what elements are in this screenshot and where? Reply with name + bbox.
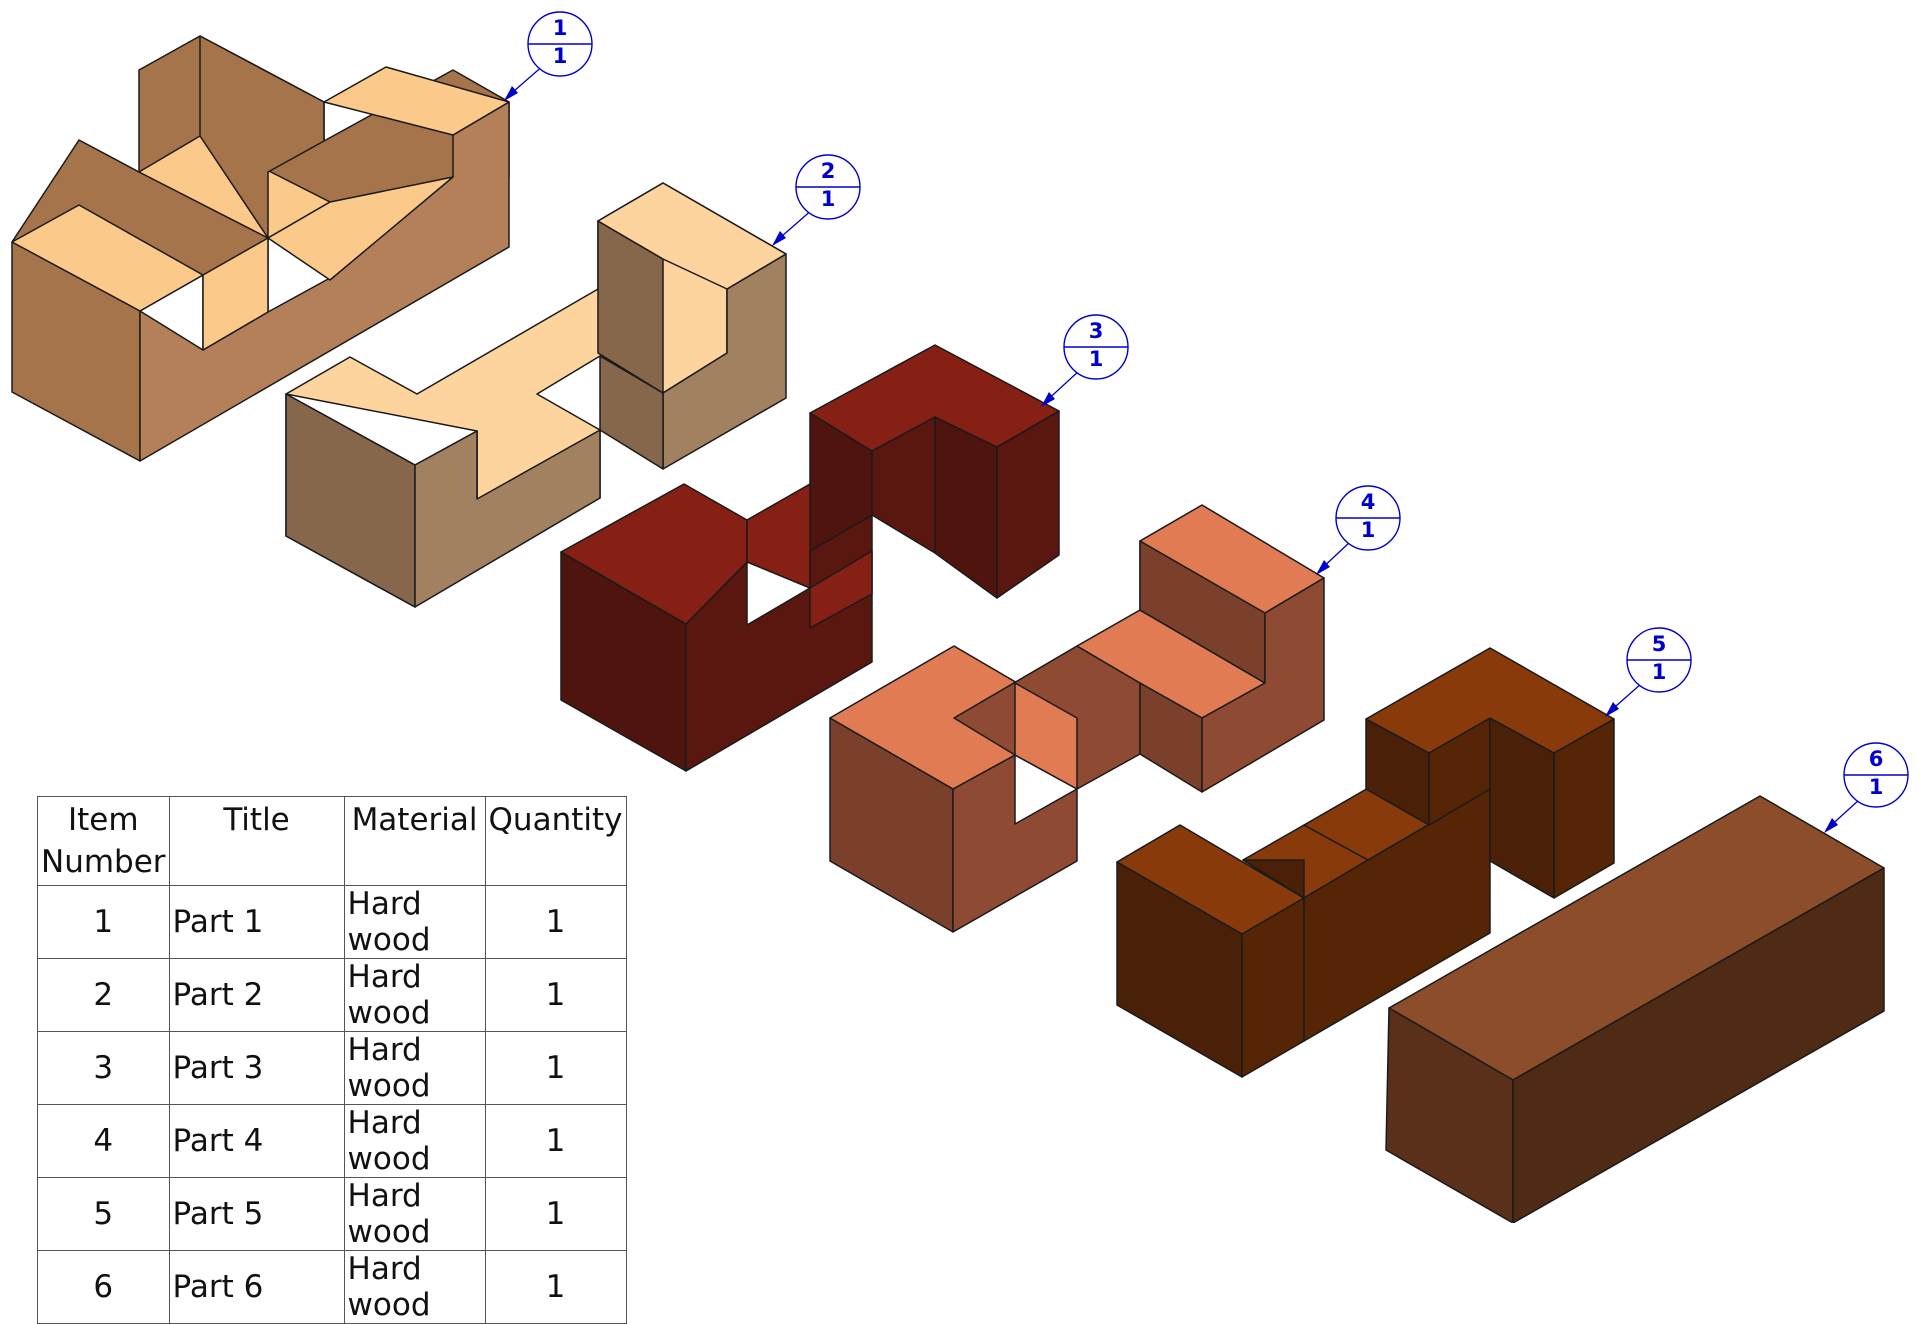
bom-cell-quantity: 1 [484,958,627,1032]
bom-cell-item: 2 [37,958,170,1032]
balloon-6-qty: 1 [1869,775,1884,799]
part-5-channel-side [1242,859,1305,899]
bom-cell-title: Part 4 [168,1104,345,1178]
balloon-3: 3 1 [1041,314,1129,407]
balloon-6-item: 6 [1869,747,1884,771]
part-3-tower-back-left [934,416,998,599]
balloon-5-item: 5 [1652,632,1667,656]
bom-header-row: Item Number Title Material Quantity [37,796,627,886]
bom-cell-material: Hard wood [343,1031,486,1105]
table-row: 1 Part 1 Hard wood 1 [37,885,627,959]
bom-cell-material: Hard wood [343,958,486,1032]
table-row: 6 Part 6 Hard wood 1 [37,1250,627,1324]
part-4 [829,504,1325,933]
part-6 [1385,795,1885,1223]
balloon-6: 6 1 [1824,742,1909,833]
bom-cell-quantity: 1 [484,885,627,959]
bom-cell-quantity: 1 [484,1031,627,1105]
part-1-top-c [323,66,510,136]
bom-header-item-line2: Number [41,844,166,880]
part-1-slot-floor-a [202,237,269,351]
exploded-isometric-drawing: 1 1 2 1 3 1 4 1 5 1 6 1 [11,11,1909,1223]
balloon-4-qty: 1 [1361,518,1376,542]
bom-cell-quantity: 1 [484,1250,627,1324]
part-3 [560,344,1060,772]
part-2-left-face-main [285,393,416,608]
part-4-right-face [1201,577,1325,793]
balloon-4: 4 1 [1316,485,1401,575]
part-5 [1116,647,1615,1078]
balloon-4-item: 4 [1361,490,1376,514]
part-1 [11,35,510,462]
balloon-1: 1 1 [504,11,593,101]
balloon-1-qty: 1 [553,44,568,68]
balloon-5-qty: 1 [1652,660,1667,684]
balloon-3-item: 3 [1089,319,1104,343]
bom-cell-material: Hard wood [343,1104,486,1178]
table-row: 2 Part 2 Hard wood 1 [37,958,627,1032]
balloon-2: 2 1 [772,154,861,246]
bill-of-materials-table: Item Number Title Material Quantity 1 Pa… [37,796,627,1324]
bom-cell-title: Part 1 [168,885,345,959]
bom-cell-quantity: 1 [484,1104,627,1178]
bom-cell-material: Hard wood [343,885,486,959]
bom-cell-item: 5 [37,1177,170,1251]
bom-cell-item: 6 [37,1250,170,1324]
bom-cell-material: Hard wood [343,1250,486,1324]
part-1-slot-floor-b [267,176,454,281]
bom-header-item-number: Item Number [37,796,170,886]
bom-cell-item: 3 [37,1031,170,1105]
bom-cell-title: Part 6 [168,1250,345,1324]
bom-cell-title: Part 5 [168,1177,345,1251]
bom-cell-title: Part 3 [168,1031,345,1105]
table-row: 5 Part 5 Hard wood 1 [37,1177,627,1251]
bom-header-material: Material [343,796,486,886]
balloon-3-qty: 1 [1089,347,1104,371]
part-6-left-face [1385,1007,1514,1223]
balloon-5: 5 1 [1605,627,1692,717]
part-2-back-top [597,182,787,290]
balloon-2-qty: 1 [821,187,836,211]
part-3-notch [809,550,873,629]
part-2 [285,182,787,608]
part-5-tower-top [1365,647,1615,754]
bom-cell-item: 4 [37,1104,170,1178]
bom-cell-quantity: 1 [484,1177,627,1251]
bom-cell-title: Part 2 [168,958,345,1032]
bom-cell-material: Hard wood [343,1177,486,1251]
part-3-tower-top [809,344,1060,452]
part-1-upper-left [199,35,325,239]
balloon-2-item: 2 [821,159,836,183]
part-6-right-face [1512,867,1885,1223]
bom-cell-item: 1 [37,885,170,959]
table-row: 4 Part 4 Hard wood 1 [37,1104,627,1178]
part-4-inner-notch [1014,682,1078,790]
table-row: 3 Part 3 Hard wood 1 [37,1031,627,1105]
balloon-1-item: 1 [553,16,568,40]
part-4-front-face [952,754,1078,933]
bom-header-title: Title [168,796,345,886]
bom-header-quantity: Quantity [484,796,627,886]
bom-header-item-line1: Item [67,802,139,838]
